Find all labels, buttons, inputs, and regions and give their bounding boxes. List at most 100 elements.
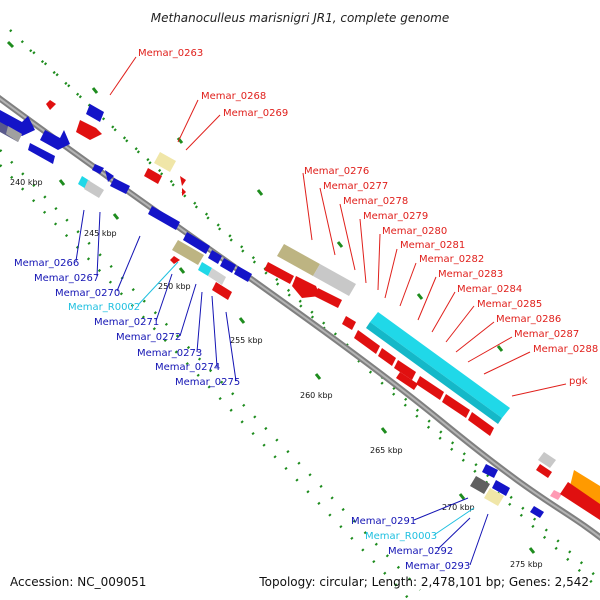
gene-label: Memar_0269 (223, 108, 288, 119)
gene-block-olive (277, 244, 320, 276)
gene-arrow (46, 100, 56, 110)
gene-block-grey (538, 452, 556, 468)
gene-arrow (76, 120, 102, 140)
gene-block-grey (84, 180, 104, 198)
gene-arrow (264, 262, 294, 284)
gene-labels-reverse: Memar_0266 Memar_0267 Memar_0270 Memar_0… (14, 258, 470, 572)
gene-label: Memar_0281 (400, 240, 465, 251)
gene-label: Memar_0268 (201, 91, 266, 102)
gene-arrow (28, 143, 55, 164)
gene-label: Memar_0272 (116, 332, 181, 343)
gene-labels-rna: Memar_R0002 Memar_R0003 (68, 302, 437, 542)
gene-arrow (492, 480, 510, 496)
gene-arrow (183, 232, 210, 254)
gene-label: Memar_R0002 (68, 302, 140, 313)
gene-label: Memar_R0003 (365, 531, 437, 542)
gene-arrow (482, 464, 498, 478)
gene-label: Memar_0291 (351, 516, 416, 527)
gene-arrow (378, 348, 396, 366)
inner-tick-track (0, 149, 421, 600)
gene-label: pgk (569, 376, 588, 387)
gene-arrow (560, 482, 600, 520)
gene-arrow (416, 376, 444, 400)
tick-label: 240 kbp (10, 178, 43, 187)
rna-block-cyan (370, 312, 510, 418)
gene-arrow (342, 316, 356, 330)
gene-arrow (234, 266, 252, 282)
gene-label: Memar_0285 (477, 299, 542, 310)
gene-arrow (40, 130, 70, 150)
gene-label: Memar_0286 (496, 314, 561, 325)
gene-label: Memar_0271 (94, 317, 159, 328)
gene-arrow (110, 178, 130, 194)
gene-arrow (220, 258, 236, 273)
tick-label: 245 kbp (84, 229, 117, 238)
gene-arrow (182, 188, 186, 196)
tick-label: 275 kbp (510, 560, 543, 569)
callout-lines-cyan (137, 261, 475, 536)
gene-block-tan (484, 488, 504, 506)
gene-label: Memar_0273 (137, 348, 202, 359)
gene-label: Memar_0278 (343, 196, 408, 207)
callout-lines-blue (75, 209, 489, 566)
tick-label: 270 kbp (442, 503, 475, 512)
gene-label: Memar_0267 (34, 273, 99, 284)
gene-arrow (396, 372, 418, 390)
forward-strand-genes (46, 100, 600, 520)
gene-arrow (170, 256, 180, 264)
tick-label: 260 kbp (300, 391, 333, 400)
gene-arrow (354, 330, 380, 354)
gene-labels-forward: Memar_0263 Memar_0268 Memar_0269 Memar_0… (138, 48, 598, 387)
tick-label: 255 kbp (230, 336, 263, 345)
gene-label: Memar_0284 (457, 284, 522, 295)
gene-arrow (442, 394, 470, 418)
gene-label: Memar_0293 (405, 561, 470, 572)
rna-block-cyan (198, 262, 212, 276)
gene-label: Memar_0292 (388, 546, 453, 557)
gene-arrow (212, 282, 232, 300)
gene-arrow (105, 170, 114, 182)
reverse-strand-genes (0, 104, 544, 518)
gene-arrow (208, 250, 222, 264)
gene-label: Memar_0277 (323, 181, 388, 192)
gene-block-grey (6, 126, 22, 142)
gene-label: Memar_0288 (533, 344, 598, 355)
gene-arrow (0, 110, 35, 136)
gene-block-tan (154, 152, 176, 172)
gene-label: Memar_0270 (55, 288, 120, 299)
gene-arrow (530, 506, 544, 518)
tick-label: 250 kbp (158, 282, 191, 291)
feature-blocks (0, 122, 600, 514)
gene-block-darkgrey (470, 476, 490, 494)
gene-arrow (86, 104, 104, 122)
gene-label: Memar_0279 (363, 211, 428, 222)
gene-arrow (314, 288, 342, 308)
gene-label: Memar_0263 (138, 48, 203, 59)
gene-label: Memar_0276 (304, 166, 369, 177)
scale-tick-labels: 240 kbp 245 kbp 250 kbp 255 kbp 260 kbp … (10, 178, 543, 569)
gene-label: Memar_0280 (382, 226, 447, 237)
genome-summary-text: Topology: circular; Length: 2,478,101 bp… (258, 575, 589, 589)
gene-arrow (536, 464, 552, 478)
gene-label: Memar_0287 (514, 329, 579, 340)
callout-lines-red (109, 56, 567, 397)
gene-arrow (92, 164, 104, 174)
gene-arrow (180, 176, 186, 186)
gene-block-grey (313, 264, 356, 296)
scale-ticks (6, 40, 536, 554)
gene-arrow (148, 206, 180, 230)
gene-label: Memar_0275 (175, 377, 240, 388)
gene-label: Memar_0274 (155, 362, 220, 373)
rna-block-cyan-dark (366, 322, 502, 424)
gene-label: Memar_0266 (14, 258, 79, 269)
gene-label: Memar_0282 (419, 254, 484, 265)
gene-arrow (292, 276, 320, 298)
map-title: Methanoculleus marisnigri JR1, complete … (151, 11, 450, 25)
tick-label: 265 kbp (370, 446, 403, 455)
gene-arrow (468, 412, 494, 436)
accession-text: Accession: NC_009051 (10, 575, 146, 589)
gene-arrow (394, 360, 416, 380)
gene-arrow (550, 490, 562, 500)
gene-label: Memar_0283 (438, 269, 503, 280)
